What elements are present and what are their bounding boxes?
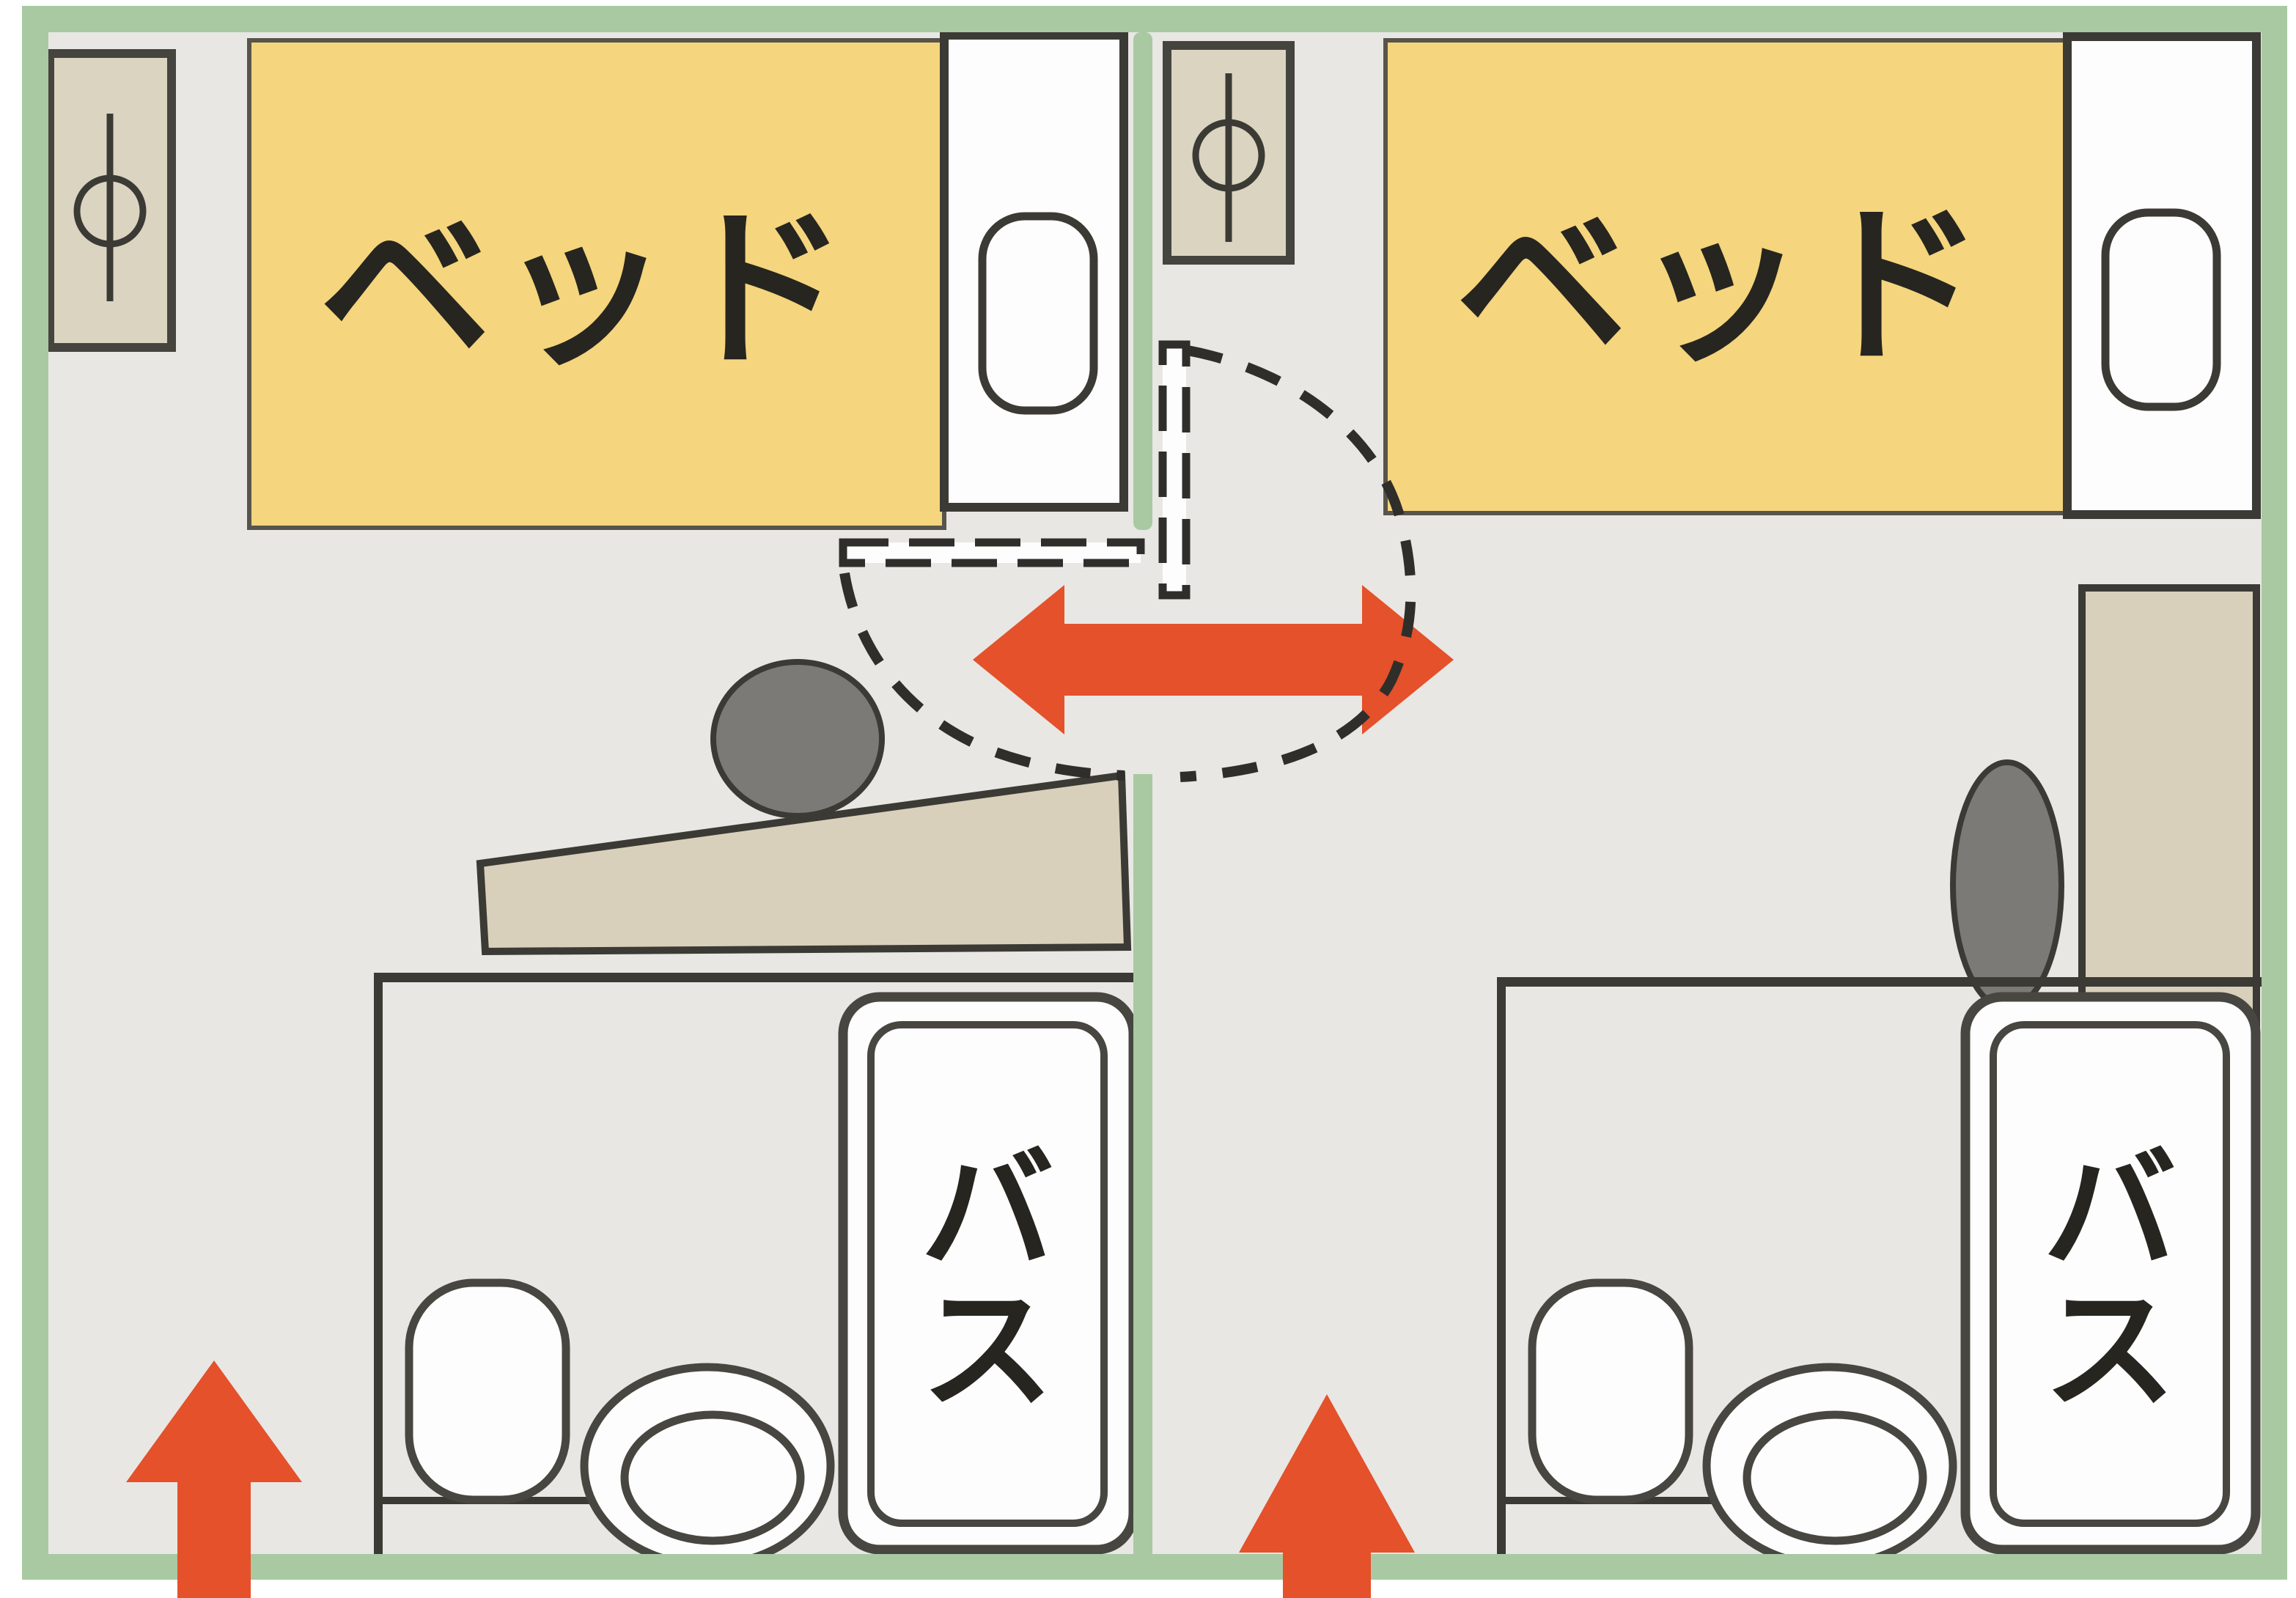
phi-circle: [73, 174, 147, 248]
toilet-left: [405, 1278, 570, 1504]
bed-right-label: ベッド: [1456, 190, 1990, 383]
partition-wall-lower: [1133, 774, 1152, 1554]
bath-left-label-char2: ス: [921, 1275, 1054, 1425]
stool-left: [710, 659, 885, 819]
bathroom-right: バ ス: [1497, 977, 2262, 1569]
partition-wall-upper: [1133, 32, 1152, 530]
bath-left-label-char1: バ: [921, 1136, 1054, 1286]
bed-left-pillow: [978, 212, 1098, 415]
bed-left: [247, 38, 946, 530]
bath-right-label-char2: ス: [2043, 1275, 2177, 1425]
left-room: ベッド バ ス: [45, 31, 1144, 1569]
entrance-arrow-left-icon: [126, 1360, 302, 1598]
phi-circle: [1192, 119, 1265, 192]
toilet-right: [1528, 1278, 1693, 1504]
desk-left: [476, 771, 1132, 956]
door-swing-arc-left: [839, 572, 1125, 781]
phi-fixture-icon: [73, 114, 147, 301]
phi-fixture-icon: [1192, 73, 1265, 242]
bathtub-right-inner: [1990, 1021, 2230, 1527]
connecting-door: [839, 340, 1454, 782]
connecting-door-arrow-icon: [973, 585, 1454, 734]
stool-right: [1950, 759, 2064, 1012]
bath-right-label-char1: バ: [2043, 1136, 2177, 1286]
door-leaf-right-open: [1158, 340, 1191, 600]
right-room: ベッド バ ス: [1163, 32, 2262, 1569]
bathroom-left-top-wall: [374, 973, 1144, 982]
bathroom-right-top-wall: [1497, 977, 2262, 987]
walls: [22, 6, 2287, 1580]
bathroom-left-side-wall: [374, 973, 383, 1565]
sink-right-inner: [1743, 1410, 1927, 1545]
bed-right-pillow: [2101, 208, 2221, 411]
bed-right: [1383, 38, 2069, 515]
bathroom-right-side-wall: [1497, 977, 1506, 1565]
bathtub-left-inner: [867, 1021, 1108, 1527]
bed-left-label: ベッド: [320, 194, 854, 386]
door-swing-arc-right: [1180, 345, 1416, 782]
door-leaf-left-open: [839, 538, 1145, 567]
sink-left-inner: [620, 1410, 805, 1545]
bathroom-left: バ ス: [374, 973, 1144, 1569]
entrance-arrow-right-icon: [1239, 1394, 1415, 1598]
